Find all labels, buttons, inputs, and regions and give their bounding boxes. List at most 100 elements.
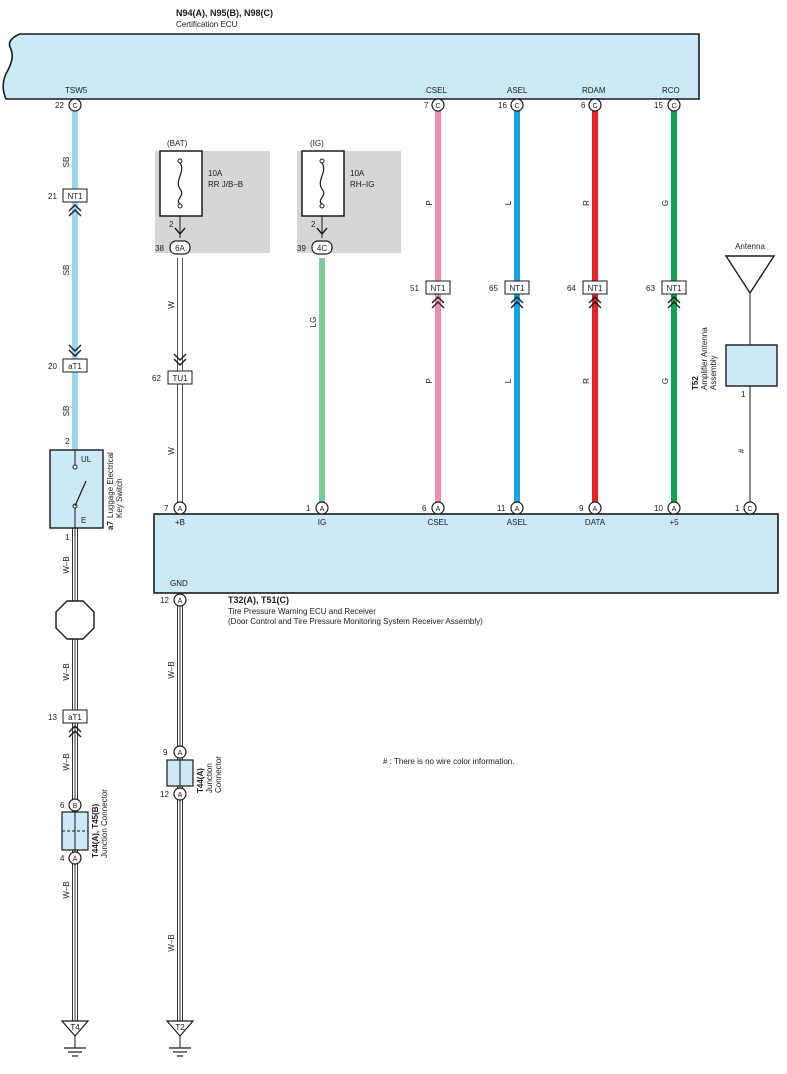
fuse2-top-terminal xyxy=(319,158,325,164)
fuse1-bottom-terminal xyxy=(177,203,183,209)
wire-label-wb-mid-1: W–B xyxy=(167,661,176,678)
svg-text:aT1: aT1 xyxy=(68,362,82,371)
svg-text:7: 7 xyxy=(424,101,429,110)
svg-text:11: 11 xyxy=(497,504,506,513)
wire-label-g-2: G xyxy=(661,378,670,384)
connector-nt1-r: 64 NT1 xyxy=(567,280,608,309)
svg-text:51: 51 xyxy=(410,284,419,293)
bottom-pin-11A: 11 A xyxy=(497,501,524,515)
connector-at1-bottom: 13 aT1 xyxy=(48,709,88,738)
svg-text:A: A xyxy=(178,750,183,757)
svg-text:38: 38 xyxy=(155,244,164,253)
svg-text:4C: 4C xyxy=(317,244,327,253)
switch-pin-out: 1 xyxy=(65,533,70,542)
junction-left-code: T44(A), T45(B) xyxy=(91,803,100,858)
bottom-pin-6A: 6 A xyxy=(422,501,445,515)
wire-label-w-2: W xyxy=(167,447,176,455)
switch-code: a7 xyxy=(106,521,115,530)
fuse1-arrow xyxy=(174,227,186,236)
svg-text:21: 21 xyxy=(48,192,57,201)
svg-text:63: 63 xyxy=(646,284,655,293)
connector-at1-top: 20 aT1 xyxy=(48,344,88,373)
bottom-pin-gnd-12A: 12 A xyxy=(160,593,187,607)
svg-text:A: A xyxy=(593,506,598,513)
switch-name-line1: Luggage Electrical xyxy=(106,452,115,518)
svg-text:A: A xyxy=(515,506,520,513)
connector-nt1-p: 51 NT1 xyxy=(410,280,451,309)
svg-text:7: 7 xyxy=(164,504,169,513)
svg-text:NT1: NT1 xyxy=(509,284,525,293)
svg-text:22: 22 xyxy=(55,101,64,110)
antenna-symbol xyxy=(724,255,776,295)
splice-octagon xyxy=(55,600,95,640)
svg-text:T2: T2 xyxy=(175,1023,185,1032)
pin-label-plus-b: +B xyxy=(175,518,185,527)
pin-label-csel-bottom: CSEL xyxy=(428,518,449,527)
pin-label-asel-bottom: ASEL xyxy=(507,518,528,527)
svg-text:C: C xyxy=(72,103,77,110)
note-no-wire-color: # : There is no wire color information. xyxy=(383,757,514,766)
fuse1-rating: 10A xyxy=(208,169,223,178)
fuse1-top-terminal xyxy=(177,158,183,164)
ecu-bottom-sub: (Door Control and Tire Pressure Monitori… xyxy=(228,617,483,626)
wire-label-wb-2: W–B xyxy=(62,663,71,680)
junction-connector-left: 6 B 4 A xyxy=(60,798,89,865)
svg-text:A: A xyxy=(320,506,325,513)
svg-text:65: 65 xyxy=(489,284,498,293)
amplifier-antenna-assembly xyxy=(725,344,778,387)
svg-text:6: 6 xyxy=(581,101,586,110)
svg-text:aT1: aT1 xyxy=(68,713,82,722)
wire-label-p-1: P xyxy=(425,200,434,205)
svg-text:C: C xyxy=(592,103,597,110)
wire-label-lg: LG xyxy=(309,317,318,328)
antenna-name-line2: Assembly xyxy=(709,355,718,390)
top-pin-7C: 7 C xyxy=(424,98,445,112)
wire-label-r-2: R xyxy=(582,378,591,384)
fuse2-arrow xyxy=(316,227,328,236)
switch-pin-in: 2 xyxy=(65,437,70,446)
top-pin-22C: 22 C xyxy=(55,98,82,112)
ecu-top-box xyxy=(2,33,700,100)
svg-text:C: C xyxy=(435,103,440,110)
pin-label-tsw5: TSW5 xyxy=(65,86,88,95)
svg-text:A: A xyxy=(178,506,183,513)
connector-nt1-sb: 21 NT1 xyxy=(48,188,88,217)
svg-text:A: A xyxy=(178,792,183,799)
svg-text:A: A xyxy=(436,506,441,513)
pin-label-rco: RCO xyxy=(662,86,680,95)
switch-contact-top xyxy=(72,464,78,470)
svg-text:C: C xyxy=(671,103,676,110)
pin-label-data: DATA xyxy=(585,518,606,527)
junction-mid-name-line1: Junction xyxy=(205,763,214,793)
svg-text:9: 9 xyxy=(163,748,168,757)
pin-label-plus-5: +5 xyxy=(669,518,679,527)
connector-nt1-l: 65 NT1 xyxy=(489,280,530,309)
svg-text:6A: 6A xyxy=(175,244,185,253)
wire-label-l-2: L xyxy=(504,378,513,383)
wire-label-l-1: L xyxy=(504,200,513,205)
svg-text:NT1: NT1 xyxy=(430,284,446,293)
switch-e-label: E xyxy=(81,516,86,525)
connector-tu1: 62 TU1 xyxy=(152,353,193,385)
bottom-pin-9A: 9 A xyxy=(579,501,602,515)
wire-label-sb-3: SB xyxy=(62,406,71,417)
svg-text:T4: T4 xyxy=(70,1023,80,1032)
svg-text:62: 62 xyxy=(152,374,161,383)
connector-4c: 39 4C xyxy=(297,240,333,255)
wire-label-w-1: W xyxy=(167,301,176,309)
switch-ul-label: UL xyxy=(81,455,92,464)
svg-text:1: 1 xyxy=(735,504,740,513)
antenna-code: T52 xyxy=(691,376,700,390)
fuse2-bottom-terminal xyxy=(319,203,325,209)
wire-label-p-2: P xyxy=(425,378,434,383)
bottom-pin-10A: 10 A xyxy=(654,501,681,515)
connector-nt1-g: 63 NT1 xyxy=(646,280,687,309)
svg-text:C: C xyxy=(514,103,519,110)
bottom-pin-7A: 7 A xyxy=(164,501,187,515)
wire-label-r-1: R xyxy=(582,200,591,206)
ecu-bottom-codes: T32(A), T51(C) xyxy=(228,595,289,605)
connector-6a: 38 6A xyxy=(155,240,191,255)
antenna-label: Antenna xyxy=(735,242,765,251)
svg-text:A: A xyxy=(672,506,677,513)
fuse1-out-pin: 2 xyxy=(169,220,174,229)
